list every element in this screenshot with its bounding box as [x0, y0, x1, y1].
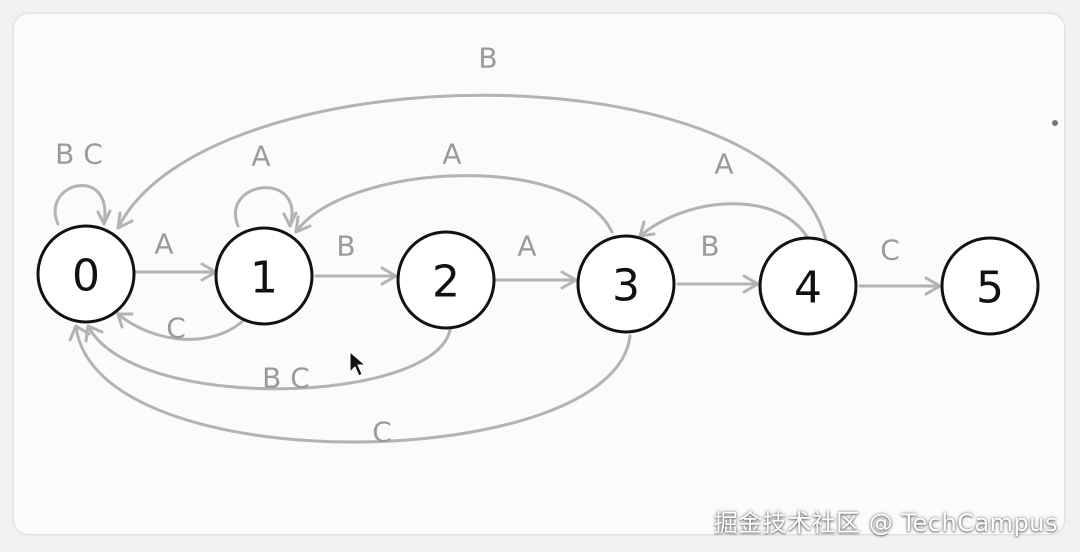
node-1-label: 1 [250, 253, 278, 304]
edge-labels: B C A A B C A B C B A C C A B [55, 42, 900, 449]
node-3: 3 [576, 234, 676, 334]
node-2-circle [396, 230, 496, 330]
edge-label-1-2: B [336, 230, 355, 263]
node-5-circle [940, 236, 1040, 336]
node-5-label: 5 [976, 263, 1004, 314]
edge-4-3 [638, 202, 812, 244]
edge-label-3-4: B [700, 230, 719, 263]
state-diagram: B C A A B C A B C B A C C A B 0 1 2 [36, 42, 1040, 449]
node-1-circle [214, 226, 314, 326]
edge-label-4-3: A [714, 148, 733, 181]
node-0-label: 0 [72, 251, 100, 302]
edge-2-0-arrowhead [84, 324, 104, 343]
edge-3-4-arrowhead [742, 274, 760, 294]
node-4: 4 [758, 236, 858, 336]
edge-1-1-arrowhead [282, 211, 298, 228]
edge-4-0 [116, 93, 828, 242]
edge-label-1-1: A [251, 140, 270, 173]
edge-label-2-3: A [517, 230, 536, 263]
edge-4-5-arrowhead [924, 276, 942, 296]
edge-label-1-0: C [166, 312, 186, 345]
edge-3-1-arrowhead [294, 215, 312, 234]
edge-1-0-arrowhead [116, 312, 134, 329]
node-0-circle [36, 224, 136, 324]
node-4-circle [758, 236, 858, 336]
watermark: 掘金技术社区 @ TechCampus [713, 509, 1058, 537]
mouse-cursor-icon [349, 350, 367, 377]
node-5: 5 [940, 236, 1040, 336]
edge-2-0 [86, 324, 452, 391]
node-2-label: 2 [432, 257, 460, 308]
node-1: 1 [214, 226, 314, 326]
edge-label-0-1: A [154, 228, 173, 261]
edge-4-0-arrowhead [116, 211, 134, 230]
edge-3-0 [74, 324, 632, 444]
edges [53, 93, 942, 444]
diagram-frame: B C A A B C A B C B A C C A B 0 1 2 [14, 14, 1064, 534]
edge-1-0 [116, 312, 248, 341]
edge-label-0-0: B C [55, 138, 103, 171]
node-4-label: 4 [794, 263, 822, 314]
node-3-circle [576, 234, 676, 334]
edge-3-1 [294, 174, 614, 234]
edge-1-1 [234, 186, 294, 228]
edge-label-2-0: B C [262, 362, 310, 395]
speck-mark [1052, 120, 1058, 126]
node-3-label: 3 [612, 261, 640, 312]
edge-1-2-arrowhead [380, 266, 398, 286]
edge-4-3-arrowhead [638, 220, 656, 238]
edge-label-3-0: C [372, 416, 392, 449]
edge-0-0 [53, 184, 107, 226]
node-0: 0 [36, 224, 136, 324]
edge-0-0-arrowhead [96, 209, 112, 226]
edge-2-3-arrowhead [560, 270, 578, 290]
edge-label-3-1: A [442, 138, 461, 171]
edge-label-4-0: B [478, 42, 497, 75]
edge-label-4-5: C [880, 234, 900, 267]
edge-3-0-arrowhead [68, 324, 91, 342]
node-2: 2 [396, 230, 496, 330]
